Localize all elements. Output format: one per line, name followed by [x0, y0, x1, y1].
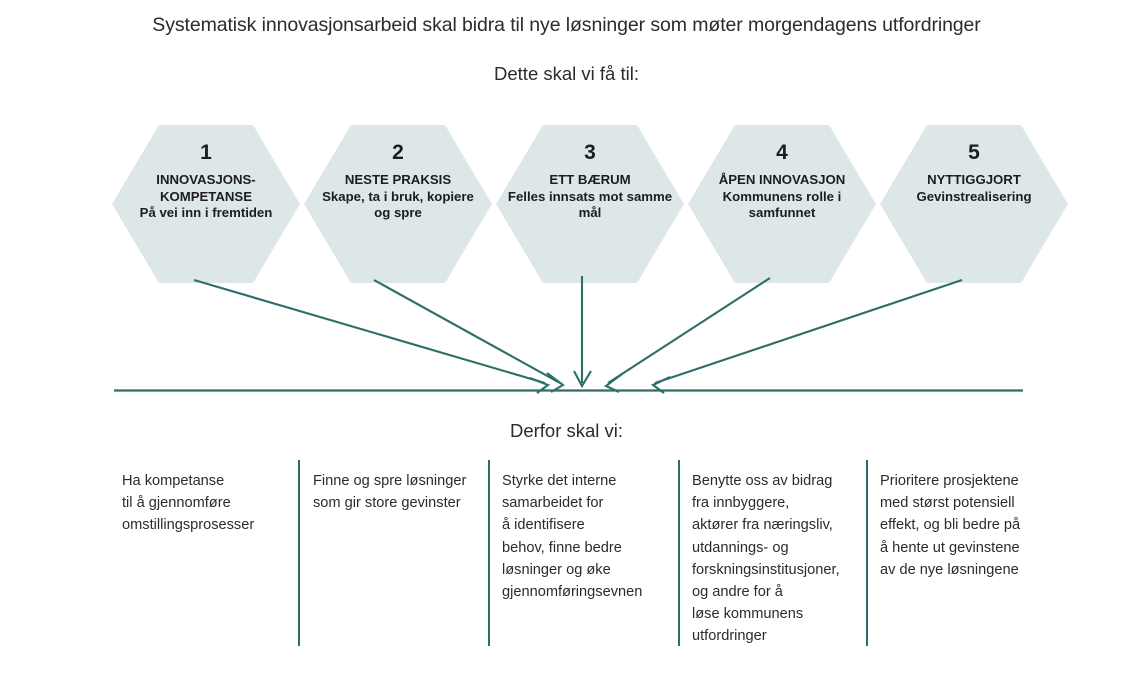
- column-separator-4: [866, 460, 868, 646]
- hexagon-3-number: 3: [584, 141, 596, 164]
- hexagon-5-number: 5: [968, 141, 980, 164]
- arrowhead-3: [573, 370, 592, 389]
- hexagon-3-subtext: Felles innsats mot samme mål: [507, 188, 673, 221]
- page-title: Systematisk innovasjonsarbeid skal bidra…: [152, 14, 981, 36]
- arrowhead-1: [529, 377, 551, 394]
- hexagon-2: 2 NESTE PRAKSIS Skape, ta i bruk, kopier…: [304, 125, 492, 283]
- arrowhead-4: [603, 373, 623, 393]
- hexagon-5-heading: NYTTIGGJORT: [927, 172, 1021, 188]
- column-5-text: Prioritere prosjektene med størst potens…: [880, 473, 1021, 578]
- hexagon-2-number: 2: [392, 141, 404, 164]
- column-2-text: Finne og spre løsninger som gir store ge…: [313, 473, 467, 512]
- hexagon-4-heading: ÅPEN INNOVASJON: [718, 172, 846, 188]
- hexagon-4-number: 4: [776, 141, 788, 164]
- column-4-text: Benytte oss av bidrag fra innbyggere, ak…: [692, 473, 840, 645]
- hexagon-2-subtext: Skape, ta i bruk, kopiere og spre: [322, 188, 474, 221]
- arrowhead-5: [650, 376, 671, 394]
- column-separator-3: [678, 460, 680, 646]
- hexagon-5-subtext: Gevinstrealisering: [916, 188, 1032, 204]
- column-separator-1: [298, 460, 300, 646]
- arrow-line-2: [373, 279, 561, 384]
- hexagon-1-number: 1: [200, 141, 212, 164]
- column-1-text: Ha kompetanse til å gjennomføre omstilli…: [122, 473, 255, 534]
- hexagon-1-subtext: På vei inn i fremtiden: [139, 204, 273, 220]
- subtitle-derfor-skal-vi: Derfor skal vi:: [509, 420, 624, 441]
- arrow-line-5: [654, 279, 963, 384]
- hexagon-3: 3 ETT BÆRUM Felles innsats mot samme mål: [496, 125, 684, 283]
- hexagon-1-heading: INNOVASJONS- KOMPETANSE: [156, 172, 256, 204]
- hexagon-4: 4 ÅPEN INNOVASJON Kommunens rolle i samf…: [688, 125, 876, 283]
- arrow-line-4: [607, 277, 771, 384]
- column-separator-2: [488, 460, 490, 646]
- hexagon-2-heading: NESTE PRAKSIS: [344, 172, 452, 188]
- hexagon-4-subtext: Kommunens rolle i samfunnet: [722, 188, 842, 221]
- arrow-line-1: [193, 278, 546, 385]
- column-3-text: Styrke det interne samarbeidet for å ide…: [502, 473, 643, 600]
- arrowhead-2: [546, 372, 565, 393]
- hexagon-5: 5 NYTTIGGJORT Gevinstrealisering: [880, 125, 1068, 283]
- hexagon-3-heading: ETT BÆRUM: [549, 172, 631, 188]
- hexagon-1: 1 INNOVASJONS- KOMPETANSE På vei inn i f…: [112, 125, 300, 283]
- subtitle-dette-skal-vi: Dette skal vi få til:: [494, 63, 639, 84]
